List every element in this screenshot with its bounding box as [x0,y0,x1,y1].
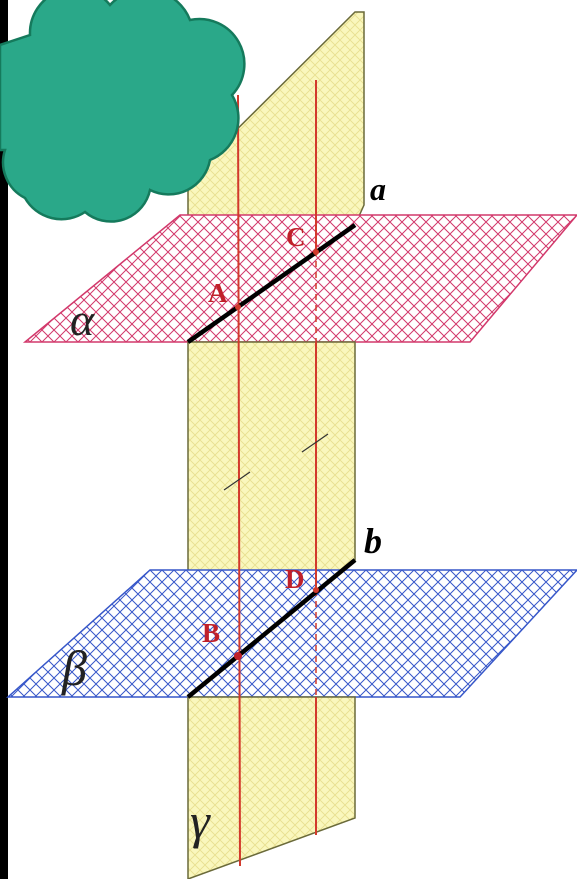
intersection-line-a [186,223,357,344]
point-a-dot [235,304,241,310]
cloud-decoration [0,0,246,223]
plane-alpha-label: α [70,294,95,345]
line-b-label: b [364,521,382,561]
point-c-dot [313,249,319,255]
point-d-label: D [285,564,305,594]
intersection-line-b [186,558,357,699]
point-b-label: B [202,618,220,648]
line-ab [237,94,241,867]
plane-beta-label: β [61,640,87,696]
equal-tick-cd [301,433,329,453]
point-d-dot [313,587,319,593]
gamma-plane-lower [187,696,356,879]
alpha-plane [22,214,577,343]
point-b-dot [234,652,242,660]
plane-gamma-label: γ [190,793,211,849]
beta-plane [6,569,577,698]
point-c-label: C [286,222,306,252]
equal-tick-ab [223,471,251,491]
point-a-label: A [208,278,228,308]
line-a-label: a [370,171,386,207]
